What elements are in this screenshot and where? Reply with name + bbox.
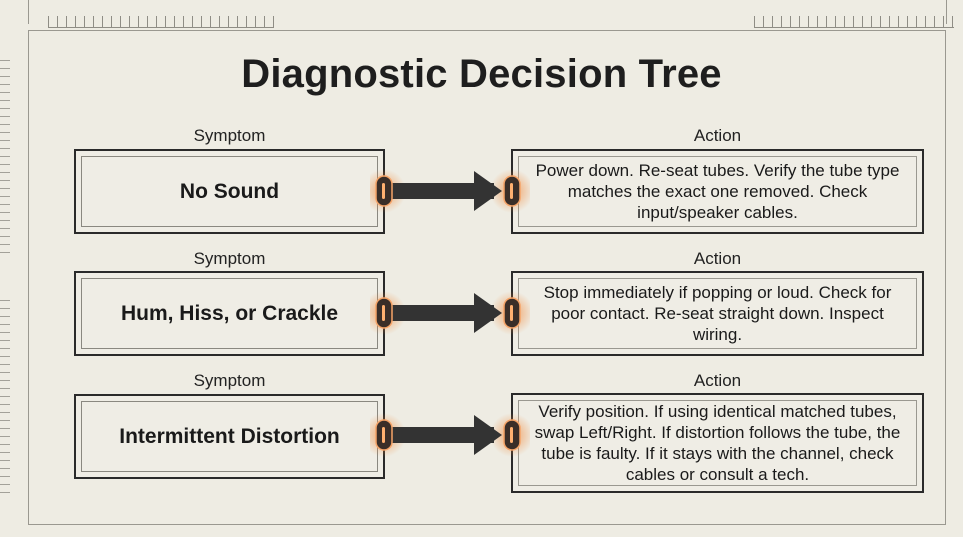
action-label: Action [693, 249, 742, 268]
symptom-label: Symptom [193, 371, 266, 390]
tube-filament [510, 305, 513, 321]
arrow-shaft [390, 305, 494, 321]
action-text: Power down. Re-seat tubes. Verify the tu… [535, 161, 900, 222]
corner-tick [946, 0, 947, 24]
symptom-box: Hum, Hiss, or Crackle [74, 271, 385, 356]
arrow-head [474, 293, 502, 333]
symptom-text: No Sound [179, 179, 280, 203]
top-ruler-right [754, 16, 954, 28]
action-text: Verify position. If using identical matc… [534, 402, 901, 484]
side-scale [0, 60, 10, 260]
symptom-text: Hum, Hiss, or Crackle [120, 301, 339, 325]
connector-arrow [370, 169, 530, 213]
action-label: Action [693, 371, 742, 390]
symptom-box: No Sound [74, 149, 385, 234]
arrow-shaft [390, 427, 494, 443]
arrow-head [474, 171, 502, 211]
page-title: Diagnostic Decision Tree [241, 52, 722, 96]
tube-filament [510, 427, 513, 443]
connector-arrow [370, 413, 530, 457]
page-frame [28, 30, 946, 525]
action-text: Stop immediately if popping or loud. Che… [543, 283, 892, 344]
symptom-label: Symptom [193, 249, 266, 268]
action-label: Action [693, 126, 742, 145]
corner-tick [28, 0, 29, 24]
arrow-head [474, 415, 502, 455]
connector-arrow [370, 291, 530, 335]
action-box: Power down. Re-seat tubes. Verify the tu… [511, 149, 924, 234]
tube-filament [382, 183, 385, 199]
symptom-box: Intermittent Distortion [74, 394, 385, 479]
tube-filament [382, 305, 385, 321]
arrow-shaft [390, 183, 494, 199]
tube-filament [510, 183, 513, 199]
side-scale [0, 300, 10, 500]
symptom-label: Symptom [193, 126, 266, 145]
action-box: Stop immediately if popping or loud. Che… [511, 271, 924, 356]
top-ruler-left [48, 16, 274, 28]
symptom-text: Intermittent Distortion [119, 424, 340, 448]
tube-filament [382, 427, 385, 443]
action-box: Verify position. If using identical matc… [511, 393, 924, 493]
